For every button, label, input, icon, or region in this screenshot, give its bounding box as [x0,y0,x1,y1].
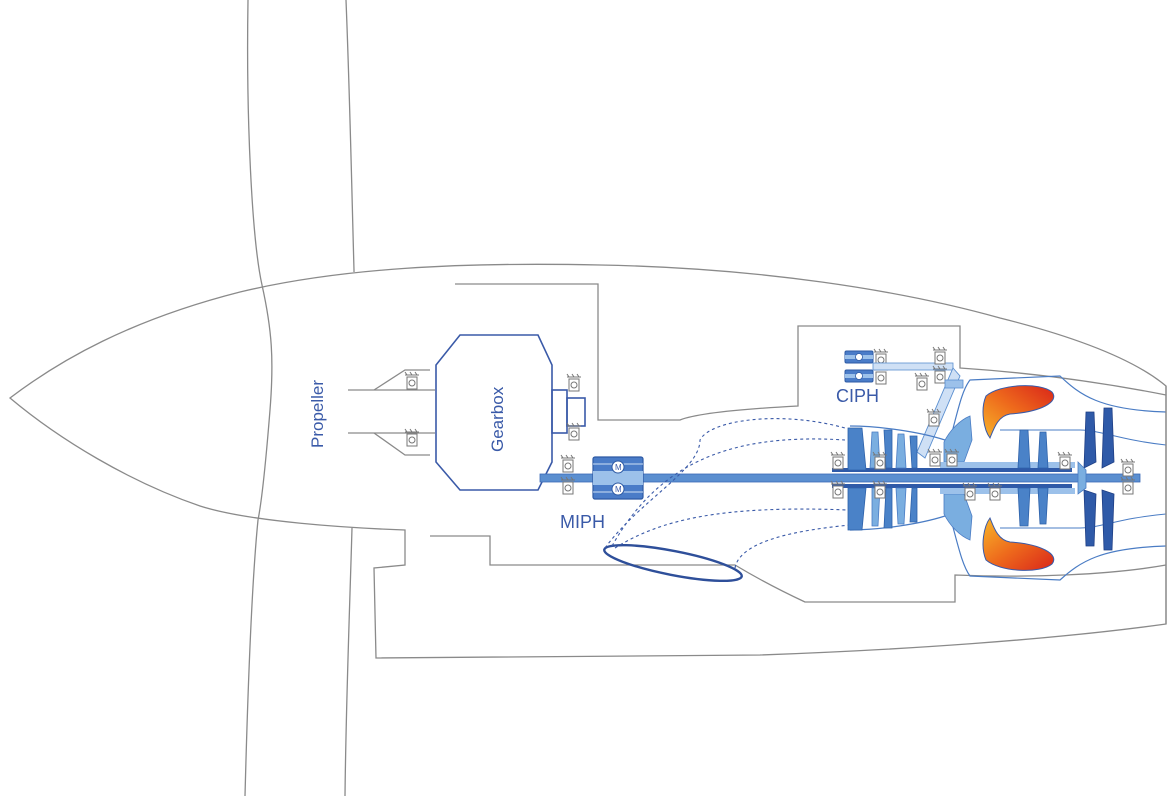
combustor-bottom[interactable] [982,516,1055,571]
impeller-bottom [943,493,973,541]
miph-motor[interactable]: M M [592,456,644,500]
combustor-top[interactable] [982,385,1055,440]
compressor-casing-bottom [849,515,1167,581]
miph-motor-symbol-bottom: M [615,485,622,494]
miph-label: MIPH [560,512,605,532]
coolant-pipe-3 [614,508,849,549]
propeller-blade [244,0,273,796]
gearbox-box[interactable] [435,334,553,491]
inner-shaft-top [832,468,1072,472]
compressor-casing-top [849,375,1167,441]
inlet-guide-vane-bottom [847,487,867,531]
gearbox-label: Gearbox [488,386,507,452]
turbine-stages [1017,407,1115,551]
coolant-pipe-1 [604,418,846,549]
propeller-label: Propeller [308,380,327,448]
engine-bay-outline [455,283,1167,421]
propeller-blade-edge [344,0,355,796]
compressor-stages [869,429,918,529]
inlet-guide-vane-top [847,427,867,471]
engine-bay-lower [430,535,1167,603]
nacelle-outline [8,263,1167,659]
ciph-motor[interactable] [844,350,874,383]
ciph-label: CIPH [836,386,879,406]
miph-motor-symbol-top: M [615,463,622,472]
heat-exchanger[interactable] [602,538,744,588]
inner-shaft-bottom [832,484,1072,488]
gearbox-output-flange [551,389,568,434]
coolant-pipe-4 [734,524,851,569]
ciph-shaft [872,362,954,371]
coolant-pipe-2 [611,438,846,547]
main-shaft [539,473,1141,483]
